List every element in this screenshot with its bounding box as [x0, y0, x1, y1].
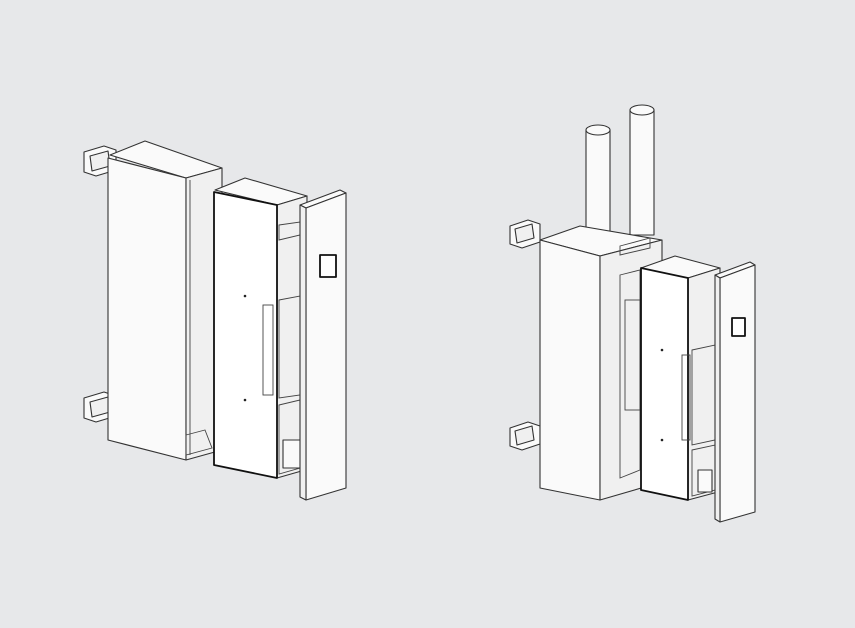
wall-bracket-bottom-right [509, 421, 541, 451]
front-panel [299, 189, 347, 501]
outer-casing [107, 140, 223, 461]
display-window-right [731, 317, 746, 337]
left-assembly [83, 140, 347, 501]
right-assembly [509, 104, 756, 523]
inner-unit-right [640, 255, 721, 501]
inner-unit [213, 177, 308, 479]
display-window [319, 254, 337, 278]
flue-pipe-right [629, 104, 655, 236]
wall-bracket-top-right [509, 219, 541, 249]
front-panel-right [714, 261, 756, 523]
